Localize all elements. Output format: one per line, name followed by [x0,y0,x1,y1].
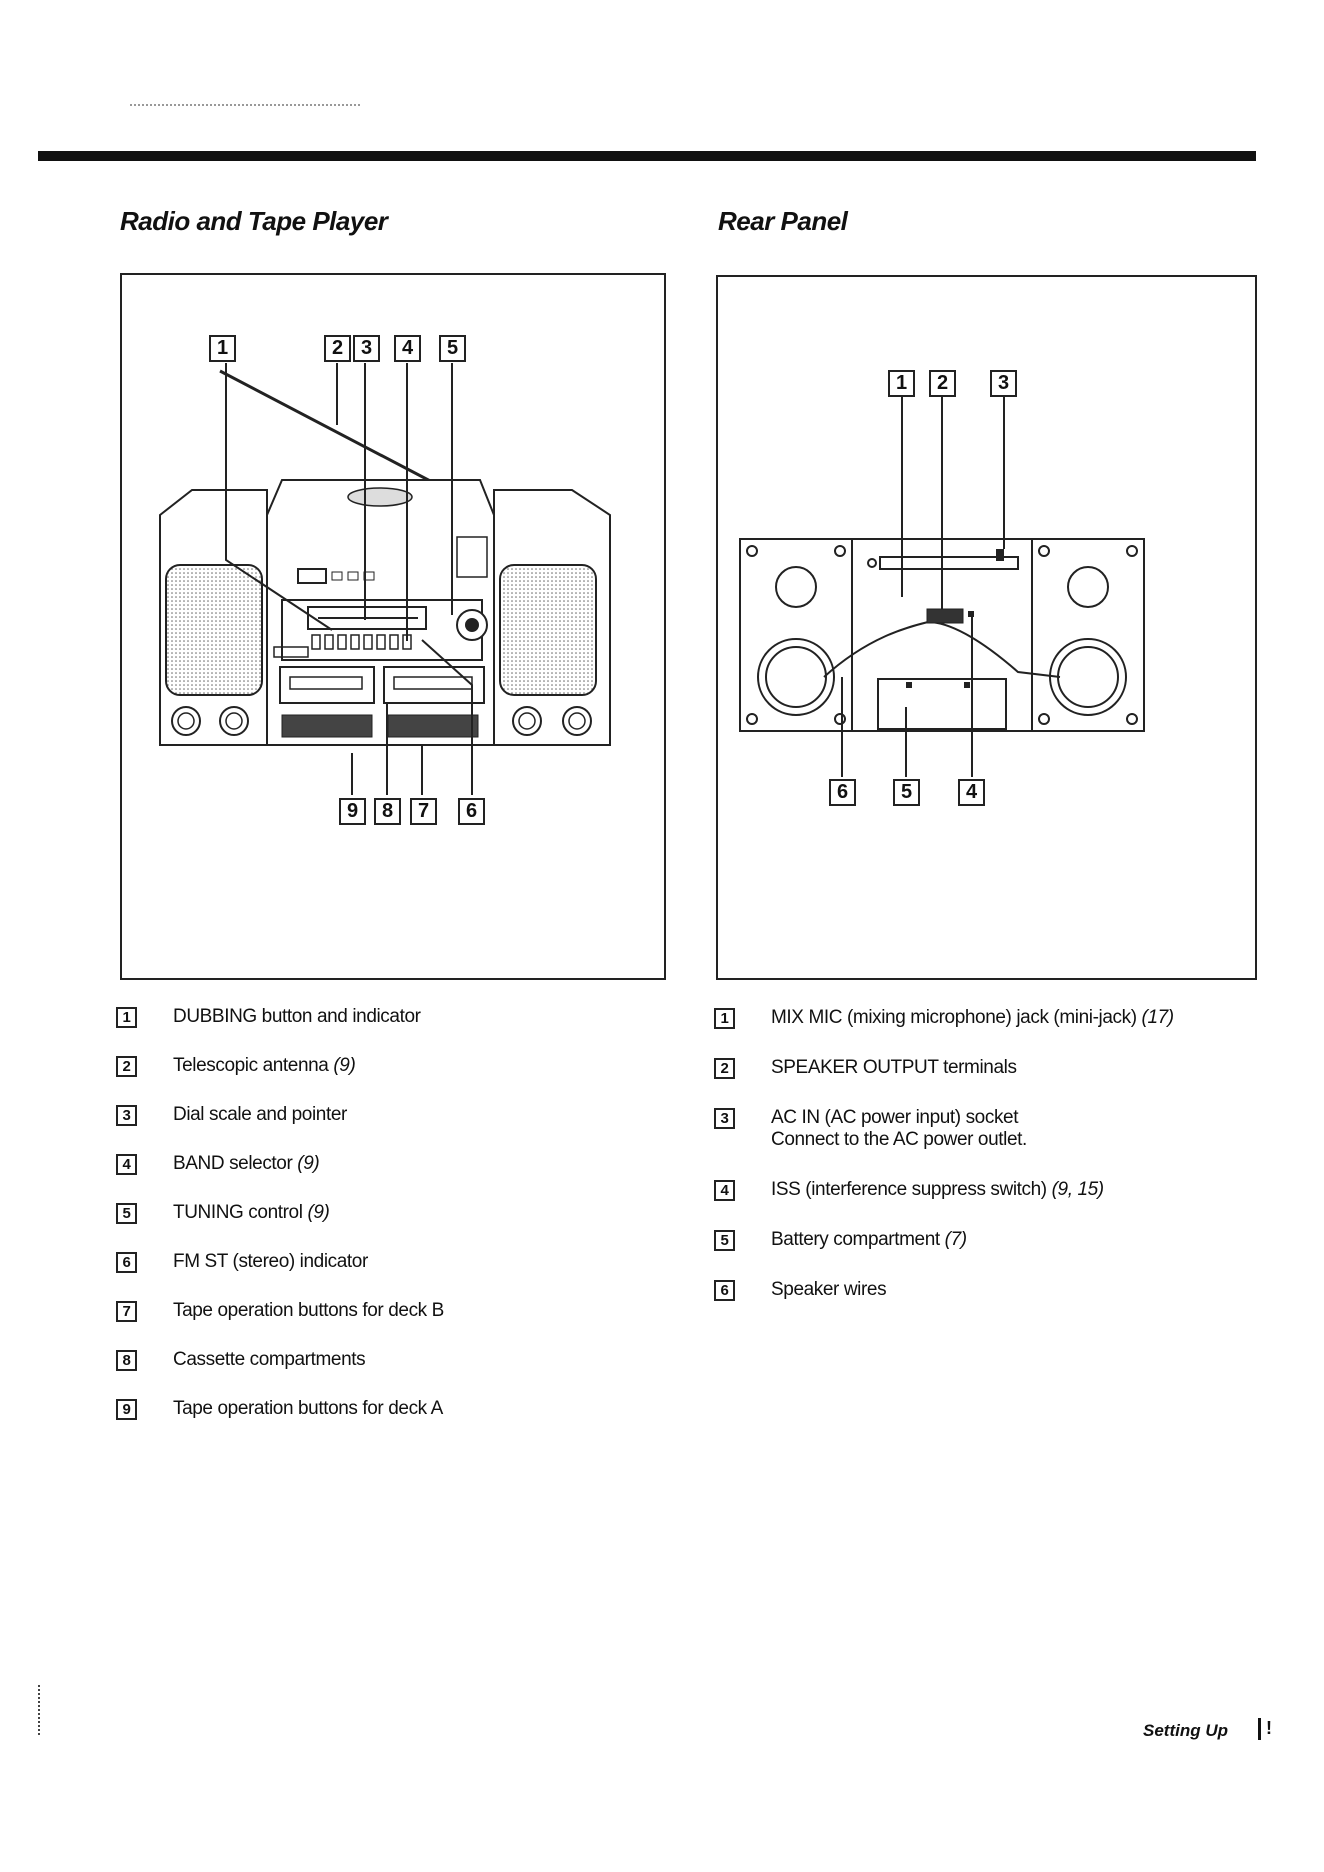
legend-ref: (17) [1141,1007,1175,1028]
legend-text: FM ST (stereo) indicator [173,1251,368,1272]
legend-text: Battery compartment [771,1229,940,1250]
callout-4: 4 [394,335,421,362]
legend-item: 5 Battery compartment (7) [714,1229,1274,1251]
callout-9: 9 [339,798,366,825]
legend-text: Speaker wires [771,1279,887,1300]
legend-item: 4 ISS (interference suppress switch) (9, … [714,1179,1274,1201]
legend-num: 2 [714,1058,735,1079]
header-scan-noise [130,104,360,108]
callout-3: 3 [353,335,380,362]
legend-num: 4 [116,1154,137,1175]
legend-item: 4 BAND selector (9) [116,1153,676,1175]
legend-item: 9 Tape operation buttons for deck A [116,1398,676,1420]
callout-1: 1 [209,335,236,362]
legend-ref: (9, 15) [1051,1179,1105,1200]
legend-item: 1 MIX MIC (mixing microphone) jack (mini-… [714,1007,1274,1029]
legend-num: 4 [714,1180,735,1201]
legend-ref: (9) [297,1153,320,1174]
callout-2: 2 [324,335,351,362]
legend-ref: (9) [307,1202,330,1223]
legend-num: 3 [116,1105,137,1126]
legend-text: BAND selector [173,1153,293,1174]
legend-radio: 1 DUBBING button and indicator 2 Telescopi… [116,1006,676,1420]
callout-8: 8 [374,798,401,825]
legend-text: ISS (interference suppress switch) [771,1179,1047,1200]
legend-ref: (7) [944,1229,967,1250]
legend-text: AC IN (AC power input) socket [771,1107,1019,1128]
legend-item: 2 SPEAKER OUTPUT terminals [714,1057,1274,1079]
legend-item: 2 Telescopic antenna (9) [116,1055,676,1077]
rear-callout-2: 2 [929,370,956,397]
figure-radio-front: 1 2 3 4 5 9 8 7 6 [120,273,666,980]
legend-text: Cassette compartments [173,1349,366,1370]
legend-item: 6 FM ST (stereo) indicator [116,1251,676,1273]
legend-text: DUBBING button and indicator [173,1006,421,1027]
cassette-deck-a [279,666,375,704]
legend-num: 3 [714,1108,735,1129]
footer-divider [1258,1718,1261,1740]
legend-num: 2 [116,1056,137,1077]
antenna-line [219,369,458,497]
rear-callout-4: 4 [958,779,985,806]
boombox-rear-illustration [739,397,1145,777]
legend-num: 1 [116,1007,137,1028]
rear-callout-1: 1 [888,370,915,397]
legend-item: 6 Speaker wires [714,1279,1274,1301]
rear-callout-5: 5 [893,779,920,806]
legend-num: 7 [116,1301,137,1322]
footer-section-name: Setting Up [1143,1721,1228,1740]
legend-text: Dial scale and pointer [173,1104,347,1125]
speaker-output-terminals [926,608,964,624]
legend-item: 3 Dial scale and pointer [116,1104,676,1126]
rear-callout-6: 6 [829,779,856,806]
legend-item: 8 Cassette compartments [116,1349,676,1371]
legend-text: SPEAKER OUTPUT terminals [771,1057,1017,1078]
callout-5: 5 [439,335,466,362]
legend-text: MIX MIC (mixing microphone) jack (mini-j… [771,1007,1137,1028]
left-speaker-grille [165,564,263,696]
legend-item: 1 DUBBING button and indicator [116,1006,676,1028]
legend-item: 7 Tape operation buttons for deck B [116,1300,676,1322]
cassette-deck-b [383,666,485,704]
legend-item: 5 TUNING control (9) [116,1202,676,1224]
legend-num: 6 [116,1252,137,1273]
legend-ref: (9) [333,1055,356,1076]
scan-margin-marks [38,1685,42,1735]
rear-callout-3: 3 [990,370,1017,397]
legend-rear-panel: 1 MIX MIC (mixing microphone) jack (mini-… [714,1007,1274,1301]
legend-num: 6 [714,1280,735,1301]
legend-text: TUNING control [173,1202,303,1223]
legend-text: Telescopic antenna [173,1055,329,1076]
header-rule [38,151,1256,161]
boombox-front-illustration [159,363,611,795]
rear-right-speaker [1031,538,1145,732]
legend-text: Tape operation buttons for deck B [173,1300,444,1321]
section-title-radio: Radio and Tape Player [120,206,388,236]
legend-num: 5 [116,1203,137,1224]
legend-text: Tape operation buttons for deck A [173,1398,443,1419]
legend-num: 8 [116,1350,137,1371]
ac-in-socket [996,549,1004,561]
legend-num: 1 [714,1008,735,1029]
footer-page-marker: ! [1266,1718,1272,1738]
rear-left-speaker [739,538,853,732]
section-title-rear-panel: Rear Panel [718,206,848,236]
right-speaker-grille [499,564,597,696]
callout-7: 7 [410,798,437,825]
legend-num: 9 [116,1399,137,1420]
callout-6: 6 [458,798,485,825]
figure-rear-panel: 1 2 3 6 5 4 [716,275,1257,980]
legend-subtext: Connect to the AC power outlet. [771,1129,1027,1150]
legend-num: 5 [714,1230,735,1251]
